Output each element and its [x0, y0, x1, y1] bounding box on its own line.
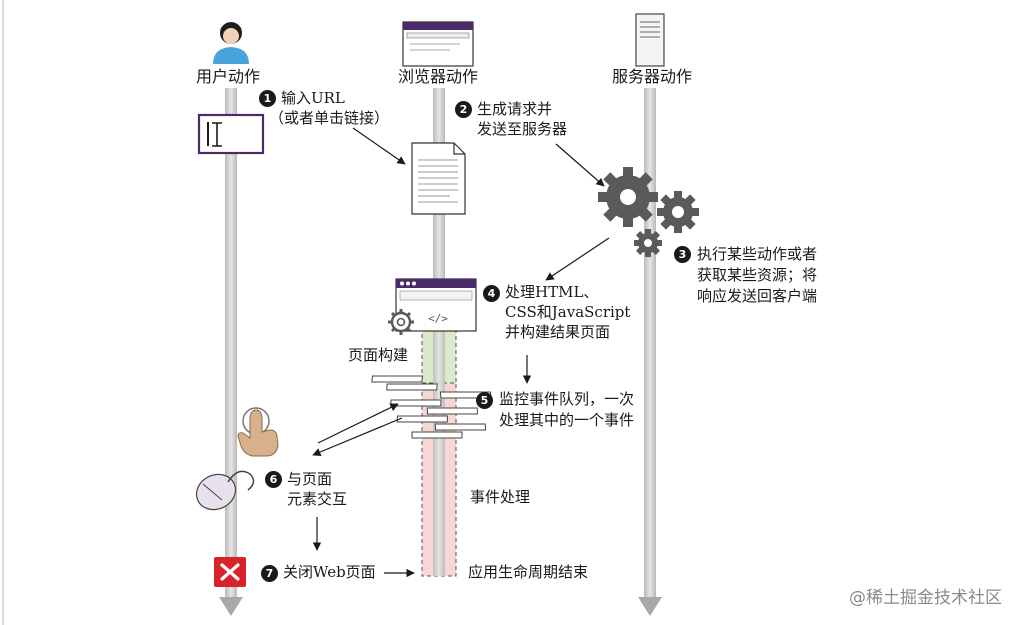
browser-window-code: </> [428, 312, 448, 325]
browser-icon [402, 21, 474, 67]
step-3-line-2: 获取某些资源；将 [697, 266, 818, 284]
arrow-response-to-browser [545, 237, 610, 281]
arrow-request-to-server [555, 143, 605, 187]
step-badge-5: 5 [476, 392, 493, 409]
close-icon [214, 557, 246, 587]
step-badge-2: 2 [455, 101, 472, 118]
step-badge-3: 3 [674, 246, 691, 263]
step-3-line-1: 执行某些动作或者 [697, 245, 818, 263]
arrow-event-to-user [312, 417, 403, 456]
watermark: @稀土掘金技术社区 [849, 588, 1002, 608]
step-2-line-1: 生成请求并 [477, 100, 553, 118]
server-lane-line [644, 88, 656, 600]
lane-title-user: 用户动作 [196, 67, 261, 86]
step-5-line-2: 处理其中的一个事件 [499, 411, 635, 429]
lane-title-browser: 浏览器动作 [398, 67, 479, 86]
arrow-input-to-document [352, 127, 406, 165]
mouse-icon [195, 470, 255, 511]
stack-icon [371, 375, 492, 439]
step-4-line-2: CSS和JavaScript [505, 303, 631, 321]
step-4-line-1: 处理HTML、 [505, 283, 599, 301]
step-6-line-1: 与页面 [287, 470, 333, 488]
user-lane-line [225, 88, 237, 600]
step-4-line-3: 并构建结果页面 [505, 323, 611, 341]
document-icon [411, 142, 466, 215]
step-badge-6: 6 [265, 471, 282, 488]
gears-icon [598, 167, 699, 257]
step-badge-7: 7 [261, 565, 278, 582]
step-badge-4: 4 [483, 285, 500, 302]
lane-title-server: 服务器动作 [612, 67, 693, 86]
step-3-line-3: 响应发送回客户端 [697, 287, 818, 305]
browser-activity-band [421, 327, 457, 577]
step-1-line-1: 输入URL [281, 89, 345, 107]
step-6-line-2: 元素交互 [287, 490, 348, 508]
server-icon [635, 13, 665, 67]
arrow-user-to-event [317, 403, 399, 444]
gear-icon [388, 309, 414, 335]
server-lane-arrowhead [638, 597, 662, 616]
person-icon [213, 22, 249, 64]
lifecycle-end-label: 应用生命周期结束 [468, 563, 589, 581]
page-build-label: 页面构建 [348, 346, 409, 364]
user-lane-arrowhead [219, 597, 243, 616]
browser-lane-line-middle [433, 328, 445, 576]
cursor-input-icon [197, 113, 265, 155]
hand-icon [237, 407, 279, 457]
event-handling-label: 事件处理 [470, 488, 531, 506]
step-badge-1: 1 [259, 90, 276, 107]
step-7-line-1: 关闭Web页面 [283, 563, 376, 581]
flow-arrows [312, 127, 610, 578]
step-2-line-2: 发送至服务器 [477, 120, 568, 138]
step-1-line-2: （或者单击链接） [269, 109, 390, 127]
step-5-line-1: 监控事件队列，一次 [499, 390, 635, 408]
